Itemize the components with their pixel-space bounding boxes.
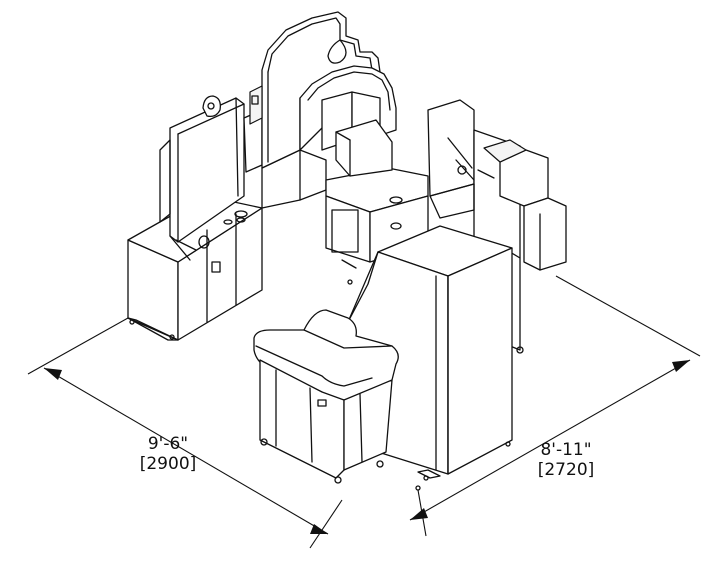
center-console: [325, 119, 429, 285]
operator-seat: [253, 309, 399, 484]
depth-metric: [2720]: [537, 460, 595, 480]
width-dimension-label: 9'-6" [2900]: [128, 434, 208, 474]
width-dim-arrow-right: [310, 524, 328, 534]
depth-imperial: 8'-11": [540, 440, 592, 460]
center-back-panel: [249, 11, 381, 169]
width-dimension: [27, 317, 343, 549]
left-hinged-panel: [159, 95, 245, 261]
depth-dim-arrow-right: [672, 360, 690, 372]
right-side-unit: [427, 99, 567, 354]
width-metric: [2900]: [139, 454, 197, 474]
width-imperial: 9'-6": [147, 434, 189, 454]
depth-dimension: [409, 275, 701, 537]
width-dim-arrow-left: [44, 368, 62, 380]
depth-dimension-label: 8'-11" [2720]: [526, 440, 606, 480]
depth-dim-arrow-left: [410, 508, 428, 520]
